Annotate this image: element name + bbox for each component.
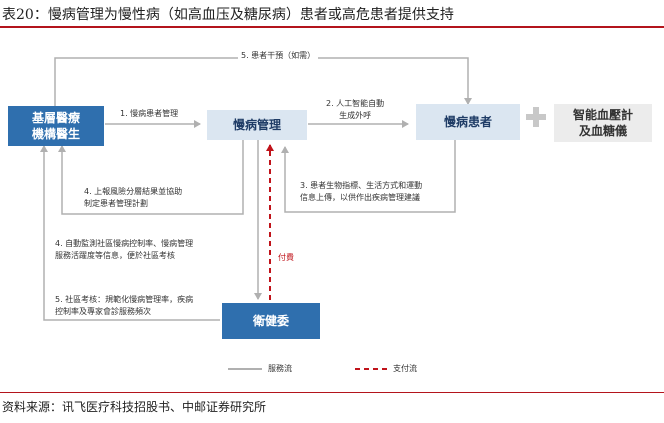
label-edge-4b: 4. 自動監測社區慢病控制率、慢病管理 服務活躍度等信息，便於社區考核 (55, 239, 194, 260)
node-smart-devices: 智能血壓計 及血糖儀 (554, 104, 652, 142)
label-edge-4: 4. 上報風險分層結果並協助 制定患者管理計劃 (84, 187, 183, 208)
node-primary-care-doctor: 基層醫療 機構醫生 (8, 106, 104, 146)
node-chronic-patients: 慢病患者 (416, 104, 520, 140)
figure-title: 表20：慢病管理为慢性病（如高血压及糖尿病）患者或高危患者提供支持 (2, 7, 454, 23)
edge-top-intervention (54, 57, 472, 106)
node-health-commission: 衛健委 (222, 303, 320, 339)
label-edge-2: 2. 人工智能自動 生成外呼 (326, 99, 385, 120)
source-note: 资料来源：讯飞医疗科技招股书、中邮证券研究所 (2, 400, 267, 414)
edge-3 (281, 140, 456, 213)
footer-rule (0, 392, 664, 393)
label-edge-5: 5. 社區考核：規範化慢病管理率，疾病 控制率及專家會診服務頻次 (55, 295, 194, 316)
label-edge-3: 3. 患者生物指標、生活方式和運動 信息上傳，以供作出疾病管理建議 (300, 181, 423, 202)
legend-payment-flow: 支付流 (393, 364, 417, 373)
node-chronic-disease-management: 慢病管理 (207, 110, 307, 140)
label-edge-1: 1. 慢病患者管理 (120, 109, 179, 118)
edge-5 (40, 145, 220, 321)
plus-icon (526, 107, 546, 127)
label-edge-5-top: 5. 患者干預（如需） (238, 50, 319, 62)
label-payment: 付費 (278, 253, 294, 262)
edge-4 (58, 140, 244, 215)
legend-service-flow: 服務流 (268, 364, 292, 373)
figure-title-bar: 表20：慢病管理为慢性病（如高血压及糖尿病）患者或高危患者提供支持 (0, 0, 664, 28)
